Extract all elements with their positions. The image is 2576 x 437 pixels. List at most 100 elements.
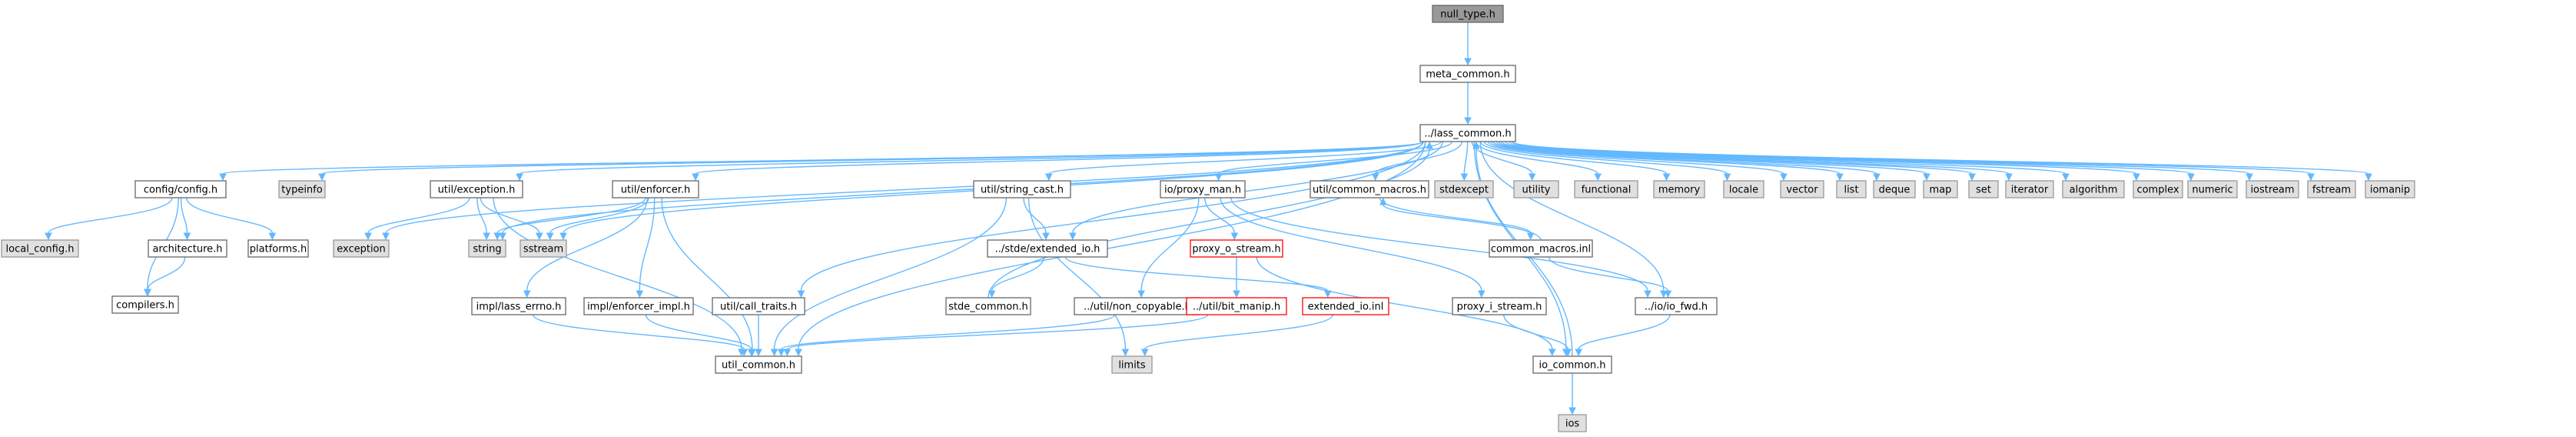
- edge-arrowhead: [1478, 290, 1486, 299]
- edge-arrowhead: [636, 290, 644, 299]
- node-box: [715, 355, 802, 374]
- edge-arrowhead: [1968, 173, 1976, 182]
- edge-arrowhead: [747, 349, 755, 357]
- edge-line: [1463, 141, 1469, 175]
- node-stde-common[interactable]: stde_common.h: [945, 297, 1031, 315]
- edge-lass-common-to-iterator: [1501, 141, 2013, 182]
- edge-architecture-to-compilers: [144, 256, 186, 297]
- node-label: limits: [1118, 360, 1146, 372]
- node-label: ../io/io_fwd.h: [1645, 302, 1708, 313]
- node-io-common[interactable]: io_common.h: [1532, 355, 1612, 374]
- node-box: [2005, 180, 2054, 198]
- node-box: [2307, 180, 2356, 198]
- node-box: [2365, 180, 2415, 198]
- node-enforcer-impl[interactable]: impl/enforcer_impl.h: [583, 297, 694, 315]
- node-sstream: sstream: [520, 239, 567, 258]
- node-extended-io-inl[interactable]: extended_io.inl: [1302, 297, 1389, 315]
- node-box: [973, 180, 1071, 198]
- node-label: numeric: [2192, 185, 2232, 196]
- edge-arrowhead: [1526, 232, 1535, 241]
- edge-arrowhead: [1662, 173, 1671, 182]
- node-box: [247, 239, 309, 258]
- node-label: ../stde/extended_io.h: [995, 244, 1100, 255]
- edge-line: [1072, 141, 1443, 234]
- node-label: map: [1930, 185, 1952, 196]
- node-extended-io[interactable]: ../stde/extended_io.h: [987, 239, 1108, 258]
- node-box: [430, 180, 523, 198]
- edge-enforcer-to-sstream: [546, 197, 649, 241]
- node-functional: functional: [1574, 180, 1638, 198]
- edge-config-to-architecture: [180, 197, 191, 241]
- node-io-fwd[interactable]: ../io/io_fwd.h: [1635, 297, 1718, 315]
- node-label: stde_common.h: [948, 302, 1028, 313]
- node-platforms[interactable]: platforms.h: [247, 239, 309, 258]
- edge-arrowhead: [1069, 232, 1077, 241]
- edge-extended-io-inl-to-limits: [1140, 314, 1334, 357]
- edge-proxy-man-to-proxy-i-stream: [1220, 197, 1486, 299]
- node-exception-h[interactable]: util/exception.h: [430, 180, 523, 198]
- node-box: [1310, 180, 1429, 198]
- edge-line: [48, 197, 173, 234]
- node-label: ../util/non_copyable.h: [1084, 302, 1191, 313]
- node-box: [1780, 180, 1824, 198]
- edge-enforcer-to-lass-errno: [523, 197, 649, 299]
- node-null-type[interactable]: null_type.h: [1432, 5, 1504, 23]
- edge-arrowhead: [1548, 349, 1556, 357]
- edge-arrowhead: [1464, 117, 1472, 125]
- edge-enforcer-to-enforcer-impl: [636, 197, 656, 299]
- node-non-copyable[interactable]: ../util/non_copyable.h: [1074, 297, 1201, 315]
- node-common-macros-h[interactable]: util/common_macros.h: [1310, 180, 1429, 198]
- edge-line: [695, 141, 1424, 175]
- edge-proxy-man-to-io-fwd: [1230, 197, 1651, 299]
- edge-line: [645, 314, 752, 350]
- node-lass-errno[interactable]: impl/lass_errno.h: [471, 297, 566, 315]
- node-lass-common[interactable]: ../lass_common.h: [1419, 124, 1516, 142]
- node-architecture[interactable]: architecture.h: [148, 239, 227, 258]
- node-box: [1111, 355, 1153, 374]
- edge-config-to-local-config: [45, 197, 173, 241]
- edge-lass-common-to-extended-io: [1069, 141, 1443, 241]
- edge-lass-common-to-deque: [1492, 141, 1881, 182]
- edge-arrowhead: [692, 173, 699, 182]
- node-config[interactable]: config/config.h: [134, 180, 227, 198]
- node-meta-common[interactable]: meta_common.h: [1419, 65, 1516, 83]
- node-label: null_type.h: [1440, 9, 1495, 21]
- node-local-config: local_config.h: [1, 239, 79, 258]
- nodes-layer: null_type.h meta_common.h ../lass_common.h…: [1, 5, 2415, 432]
- edge-line: [798, 141, 1426, 350]
- edge-arrowhead: [755, 349, 762, 357]
- node-box: [1432, 5, 1504, 23]
- node-call-traits[interactable]: util/call_traits.h: [712, 297, 805, 315]
- edge-arrowhead: [183, 232, 191, 241]
- edge-line: [526, 197, 649, 292]
- edge-exception-h-to-exception-sys: [364, 197, 470, 241]
- node-bit-manip[interactable]: ../util/bit_manip.h: [1186, 297, 1287, 315]
- node-label: vector: [1786, 185, 1818, 196]
- edge-arrowhead: [1140, 349, 1149, 357]
- node-limits: limits: [1111, 355, 1153, 374]
- node-common-macros-inl[interactable]: common_macros.inl: [1489, 239, 1593, 258]
- node-enforcer[interactable]: util/enforcer.h: [612, 180, 699, 198]
- node-proxy-o-stream[interactable]: proxy_o_stream.h: [1190, 239, 1283, 258]
- node-proxy-i-stream[interactable]: proxy_i_stream.h: [1452, 297, 1547, 315]
- node-box: [1513, 180, 1559, 198]
- node-util-common[interactable]: util_common.h: [715, 355, 802, 374]
- node-proxy-man[interactable]: io/proxy_man.h: [1160, 180, 1246, 198]
- node-label: io_common.h: [1539, 360, 1605, 372]
- edge-arrowhead: [268, 232, 277, 241]
- edge-exception-h-to-util-common: [493, 197, 745, 357]
- node-label: config/config.h: [144, 185, 217, 196]
- node-box: [2133, 180, 2183, 198]
- edge-arrowhead: [516, 173, 523, 182]
- node-box: [1186, 297, 1287, 315]
- node-label: io/proxy_man.h: [1164, 185, 1241, 196]
- edge-line: [1512, 141, 2369, 175]
- edge-lass-common-to-iomanip: [1512, 141, 2372, 182]
- node-string-cast[interactable]: util/string_cast.h: [973, 180, 1071, 198]
- node-compilers[interactable]: compilers.h: [111, 295, 179, 314]
- edge-config-to-platforms: [185, 197, 277, 241]
- node-box: [1532, 355, 1612, 374]
- edge-arrowhead: [1569, 407, 1576, 415]
- node-box: [471, 297, 566, 315]
